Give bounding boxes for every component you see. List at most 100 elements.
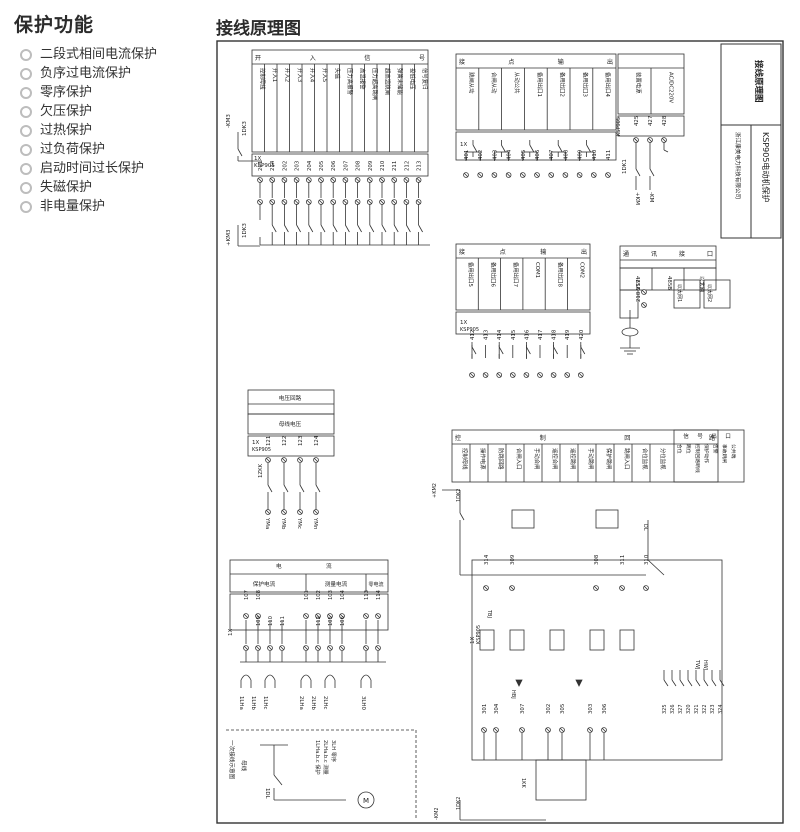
title-block-company: 浙江康美电力科技有限公司 <box>734 132 742 199</box>
terminal-mark <box>481 727 487 733</box>
terminal-mark <box>375 613 381 619</box>
table-row-label: 跳闸入口 <box>623 448 631 470</box>
contact-icon <box>557 144 563 153</box>
terminal-mark <box>619 585 625 591</box>
table-row-label: 开入5 <box>321 68 328 82</box>
terminal-number: 420 <box>579 329 585 340</box>
table-frame <box>247 413 335 435</box>
table-header: 开 <box>255 55 261 62</box>
table-row-label: 开入4 <box>308 68 315 83</box>
terminal-number: 409 <box>578 149 584 160</box>
diagram-label: YMa <box>264 517 270 529</box>
terminal-number: 402 <box>478 150 484 160</box>
terminal-mark <box>379 199 385 205</box>
terminal-mark <box>519 727 525 733</box>
terminal-strip <box>455 311 591 335</box>
terminal-mark <box>492 172 497 178</box>
wire <box>663 149 669 153</box>
eth-port <box>673 279 701 309</box>
terminal-number: 428 <box>662 115 668 126</box>
terminal-mark <box>591 172 597 178</box>
page-title: 接线原理图 <box>216 19 301 39</box>
ct-coil-icon <box>240 674 252 681</box>
wire <box>663 679 669 687</box>
terminal-mark <box>601 727 607 733</box>
wire <box>711 679 717 687</box>
terminal-number: 406 <box>535 149 541 160</box>
diagram-label: +KM2 <box>432 483 438 498</box>
terminal-number: 109 <box>256 616 262 626</box>
terminal-number: 404 <box>507 149 513 160</box>
ct-coil-icon <box>360 674 372 681</box>
diagram-label: 1DK3 <box>242 223 248 238</box>
terminal-mark <box>306 177 312 183</box>
terminal-mark <box>269 177 275 183</box>
contact-icon <box>299 484 305 493</box>
terminal-mark <box>545 727 551 733</box>
terminal-mark <box>355 199 360 205</box>
terminal-mark <box>416 199 421 205</box>
terminal-mark <box>281 457 287 463</box>
diode-icon <box>515 679 523 687</box>
ct-coil-icon <box>324 674 336 681</box>
terminal-number: 309 <box>510 554 516 565</box>
terminal-mark <box>551 372 556 378</box>
contact-icon <box>284 224 289 233</box>
table-row-label: 告警 <box>712 444 719 454</box>
table-header: 点 <box>508 58 514 66</box>
wire <box>679 679 685 687</box>
table-row-label: 保护动作 <box>703 444 710 463</box>
diagram-label: 1X <box>254 156 261 162</box>
contact-icon <box>526 346 531 355</box>
terminal-mark <box>563 172 568 178</box>
contact-icon <box>345 224 350 233</box>
table-header: 点 <box>500 248 506 256</box>
table-header: 控 <box>455 434 461 442</box>
table-row-label: 从动公共 <box>513 72 521 94</box>
terminal-mark <box>330 177 336 183</box>
terminal-mark <box>506 172 511 178</box>
table-row-label: 控制母线 <box>258 68 266 90</box>
terminal-mark <box>391 177 397 183</box>
terminal-mark <box>339 613 345 619</box>
terminal-mark <box>375 645 381 651</box>
terminal-mark <box>483 585 489 591</box>
table-row-label: 事故跳闸 <box>721 444 728 463</box>
table-header: 输 <box>540 248 547 256</box>
table-row-label: 公共端 <box>730 444 737 459</box>
contact-icon <box>315 484 321 493</box>
terminal-mark <box>605 172 611 178</box>
table-header: 口 <box>707 251 713 258</box>
table-row-label: 电压回路 <box>279 394 302 402</box>
protection-item-label: 欠压保护 <box>40 104 93 119</box>
terminal-number: 327 <box>678 704 684 714</box>
table-row-label: 遥控合闸 <box>551 448 559 470</box>
diagram-label: YMc <box>296 517 302 529</box>
terminal-number: 412 <box>470 330 476 340</box>
diagram-label: 1ZKK <box>258 463 264 478</box>
table-row-label: 压力高报警 <box>346 68 354 96</box>
terminal-number: 201 <box>258 161 264 171</box>
terminal-number: 203 <box>295 161 301 171</box>
ring-bullet-icon <box>20 124 32 137</box>
terminal-number: 310 <box>644 554 650 565</box>
relay-coil <box>511 509 535 529</box>
terminal-number: 419 <box>565 329 571 340</box>
terminal-mark <box>282 199 287 205</box>
terminal-mark <box>496 372 502 378</box>
protection-item: 负序过电流保护 <box>14 64 204 83</box>
terminal-mark <box>313 457 319 463</box>
ring-bullet-icon <box>20 162 32 175</box>
table-row-label: 控制回路断线 <box>694 444 701 473</box>
relay-coil <box>509 629 525 651</box>
table-row-label: 备用出口7 <box>512 262 520 287</box>
table-header: 信 <box>364 54 370 62</box>
wire <box>671 679 677 687</box>
terminal-mark <box>641 302 647 308</box>
table-row-label: 手动跳闸 <box>587 448 595 470</box>
diagram-label: KSP905 <box>476 625 482 644</box>
terminal-number: 410 <box>592 149 598 160</box>
terminal-mark <box>633 137 639 143</box>
terminal-number: 108 <box>256 590 262 600</box>
